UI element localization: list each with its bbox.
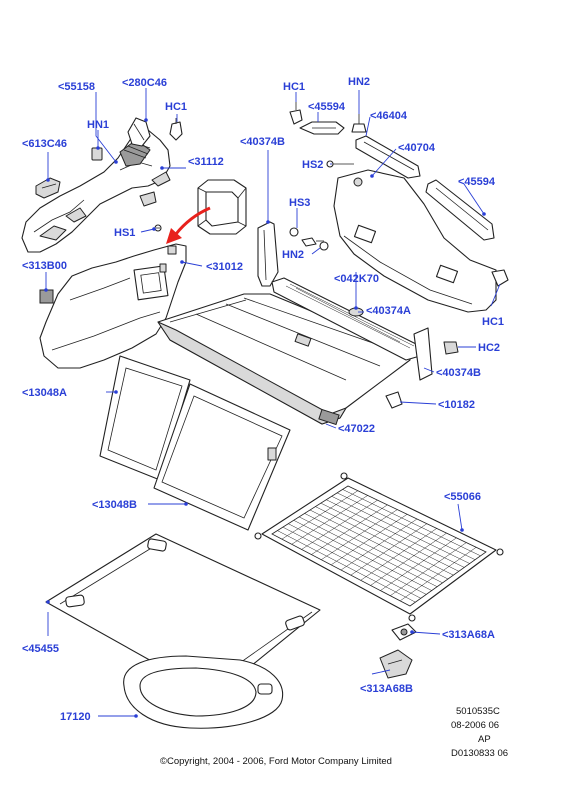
- net-mesh-line: [337, 492, 476, 560]
- label-HS2: HS2: [302, 159, 323, 171]
- label-HC2: HC2: [478, 342, 500, 354]
- label-613C46: <613C46: [22, 138, 67, 150]
- part-313A68B-hook: [379, 649, 413, 679]
- net-mesh-line: [360, 528, 437, 581]
- label-45594-b: <45594: [458, 176, 496, 188]
- net-mesh-line: [342, 489, 481, 557]
- part-HC1-clip-a: [169, 118, 183, 141]
- drawing-ref-3: AP: [478, 734, 491, 745]
- label-HN2-b: HN2: [282, 249, 304, 261]
- drawing-ref-2: 08-2006 06: [451, 720, 499, 731]
- label-45594-a: <45594: [308, 101, 346, 113]
- net-mesh-line: [399, 547, 477, 602]
- label-45455: <45455: [22, 643, 59, 655]
- copyright-notice: ©Copyright, 2004 - 2006, Ford Motor Comp…: [160, 756, 392, 767]
- part-HS1-screw: [154, 224, 162, 232]
- part-13048B-panel: [153, 383, 291, 531]
- label-55158: <55158: [58, 81, 95, 93]
- label-313A68B: <313A68B: [360, 683, 413, 695]
- part-HC2-clip: [443, 341, 459, 355]
- label-HC1-c: HC1: [482, 316, 504, 328]
- part-40704-tailgate-trim: [333, 169, 497, 313]
- part-613C46: [35, 177, 61, 199]
- net-mesh-line: [350, 523, 427, 576]
- label-31012: <31012: [206, 261, 243, 273]
- net-mesh-line: [326, 499, 465, 568]
- label-HS3: HS3: [289, 197, 310, 209]
- part-31012-lower-trim: [39, 243, 187, 369]
- net-mesh-line: [390, 542, 467, 596]
- label-313A68A: <313A68A: [442, 629, 495, 641]
- label-40374A: <40374A: [366, 305, 411, 317]
- label-40374B-a: <40374B: [240, 136, 285, 148]
- red-arrow: [166, 206, 211, 244]
- label-10182: <10182: [438, 399, 475, 411]
- part-HS3-screw: [289, 227, 299, 237]
- label-280C46: <280C46: [122, 77, 167, 89]
- part-40374B-bracket: [413, 327, 433, 381]
- label-042K70: <042K70: [334, 273, 379, 285]
- part-HN1-nut: [91, 147, 103, 161]
- net-mesh-line: [331, 496, 470, 564]
- drawing-ref-1: 5010535C: [456, 706, 500, 717]
- part-55066-cargo-net: [254, 472, 504, 622]
- drawing-ref-4: D0130833 06: [451, 748, 508, 759]
- label-31112: <31112: [188, 156, 224, 168]
- part-31112-duct: [197, 179, 247, 235]
- net-mesh-line: [315, 506, 454, 576]
- label-55066: <55066: [444, 491, 481, 503]
- net-mesh-line: [320, 502, 459, 572]
- part-17120-wheel-tray: [123, 655, 284, 729]
- label-HS1: HS1: [114, 227, 135, 239]
- net-mesh-line: [370, 532, 447, 586]
- part-280C46: [127, 117, 151, 147]
- net-mesh-line: [340, 518, 418, 571]
- label-HC1-a: HC1: [165, 101, 187, 113]
- part-HN2-nut-a: [351, 114, 367, 133]
- part-313B00: [39, 289, 54, 304]
- part-40374B-pillar-trim: [257, 221, 279, 287]
- net-mesh-line: [380, 537, 457, 591]
- part-10182-clip: [385, 391, 403, 409]
- label-HN2-a: HN2: [348, 76, 370, 88]
- label-13048A: <13048A: [22, 387, 67, 399]
- label-40704: <40704: [398, 142, 436, 154]
- part-55158-upper-trim: [21, 125, 171, 253]
- label-40374B-b: <40374B: [436, 367, 481, 379]
- part-HN2-nut-b: [301, 237, 324, 247]
- part-HC1-clip-c: [491, 269, 509, 287]
- label-13048B: <13048B: [92, 499, 137, 511]
- label-313B00: <313B00: [22, 260, 67, 272]
- part-45594-strip-a: [299, 121, 345, 135]
- part-45594-strip-b: [425, 179, 495, 241]
- label-17120: 17120: [60, 711, 91, 723]
- label-HN1: HN1: [87, 119, 109, 131]
- part-042K70-bolt: [319, 241, 329, 251]
- label-47022: <47022: [338, 423, 375, 435]
- label-HC1-b: HC1: [283, 81, 305, 93]
- leader-lines: [44, 88, 501, 718]
- part-HC1-clip-b: [289, 102, 303, 125]
- label-46404: <46404: [370, 110, 408, 122]
